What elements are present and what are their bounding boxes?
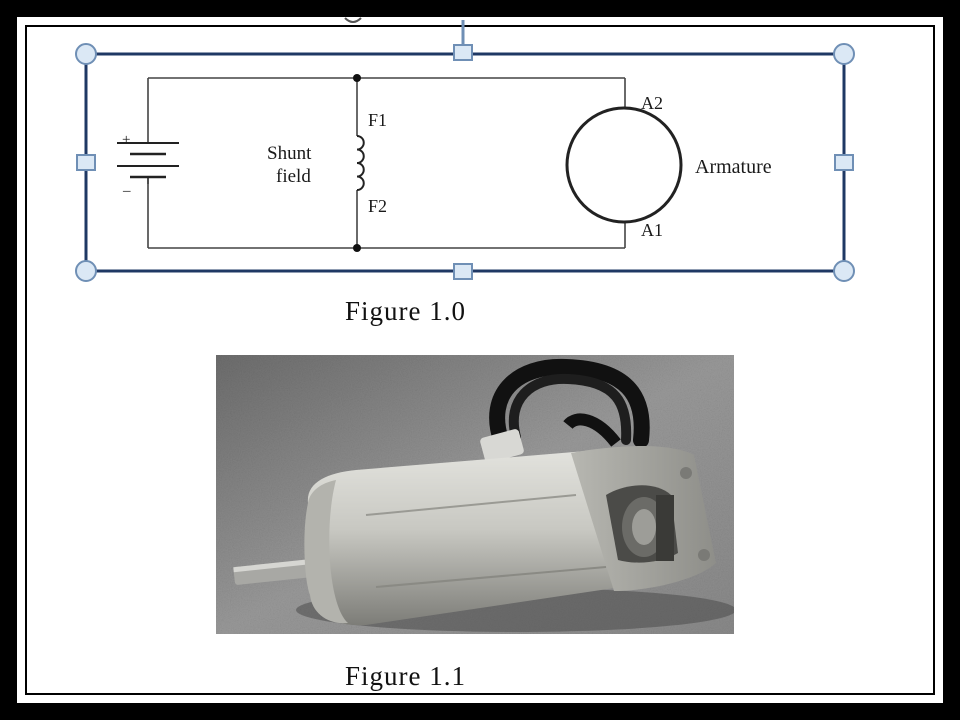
battery-minus-label: – — [122, 183, 131, 199]
resize-handle-bottom-right[interactable] — [833, 260, 855, 282]
resize-handle-left[interactable] — [76, 154, 96, 171]
a1-label: A1 — [641, 220, 663, 240]
armature-symbol — [565, 106, 683, 224]
shunt-field-coil-icon — [356, 135, 365, 191]
top-artifact-mark — [344, 17, 362, 23]
resize-handle-bottom[interactable] — [453, 263, 473, 280]
shunt-label-line2: field — [276, 166, 311, 187]
resize-handle-top-right[interactable] — [833, 43, 855, 65]
f2-label: F2 — [368, 196, 387, 216]
a2-label: A2 — [641, 93, 663, 113]
resize-handle-top-left[interactable] — [75, 43, 97, 65]
battery-symbol — [117, 142, 179, 184]
resize-handle-top[interactable] — [453, 44, 473, 61]
circuit-wires — [147, 77, 626, 249]
figure-1-0-caption: Figure 1.0 — [345, 296, 466, 326]
motor-photo — [216, 355, 734, 634]
selection-handles[interactable] — [75, 43, 855, 282]
junction-dot-top — [353, 74, 361, 82]
armature-label: Armature — [695, 156, 772, 178]
resize-handle-right[interactable] — [834, 154, 854, 171]
shunt-label-line1: Shunt — [267, 143, 312, 164]
figure-1-1-caption: Figure 1.1 — [345, 661, 466, 691]
f1-label: F1 — [368, 110, 387, 130]
junction-dot-bottom — [353, 244, 361, 252]
battery-plus-label: + — [122, 132, 130, 148]
shunt-motor-circuit-diagram[interactable]: + – Shunt field F1 F2 A2 A1 Armature — [0, 0, 960, 300]
resize-handle-bottom-left[interactable] — [75, 260, 97, 282]
